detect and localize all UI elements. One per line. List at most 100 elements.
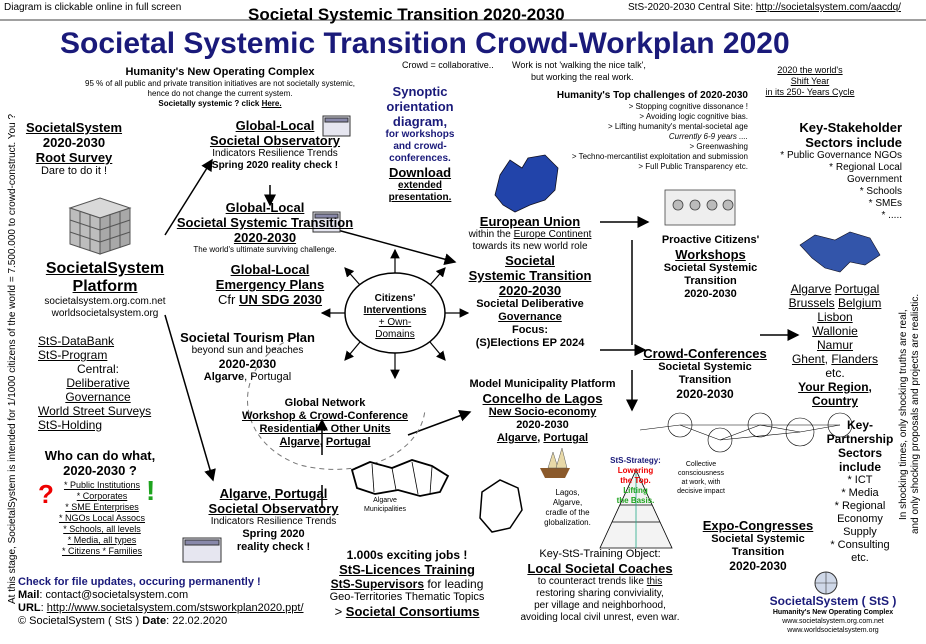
- holding-link[interactable]: StS-Holding: [38, 418, 103, 432]
- citizens-line2[interactable]: Interventions: [363, 305, 427, 316]
- shift-year-line1[interactable]: 2020 the world's: [777, 65, 843, 75]
- emergency-block[interactable]: Global-Local Emergency Plans Cfr UN SDG …: [195, 262, 345, 307]
- eu-block[interactable]: European Union within the Europe Contine…: [455, 214, 605, 350]
- who-item[interactable]: * Corporates: [76, 491, 128, 501]
- region-country[interactable]: Country: [812, 394, 858, 408]
- europe-continent-link[interactable]: Europe Continent: [513, 229, 592, 240]
- training-this-link[interactable]: this: [646, 576, 663, 587]
- observatory-bottom-block[interactable]: Algarve, Portugal Societal Observatory I…: [196, 486, 351, 554]
- who-item[interactable]: * Media, all types: [67, 535, 137, 545]
- program-link[interactable]: StS-Program: [38, 348, 108, 362]
- logo-url2[interactable]: www.worldsocietalsystem.org: [787, 627, 879, 634]
- sst-global-line2[interactable]: Societal Systemic Transition: [176, 215, 354, 230]
- crowd-conf-title[interactable]: Crowd-Conferences: [643, 346, 767, 361]
- observatory-top-block[interactable]: Global-Local Societal Observatory Indica…: [195, 118, 355, 172]
- street-surveys-link[interactable]: World Street Surveys: [38, 404, 152, 418]
- expo-title[interactable]: Expo-Congresses: [702, 518, 814, 533]
- emergency-line2[interactable]: Emergency Plans: [215, 277, 325, 292]
- footer-mail[interactable]: : contact@societalsystem.com: [39, 589, 189, 601]
- challenge-item[interactable]: > Stopping cognitive dissonance !: [628, 102, 748, 111]
- obs-bottom-line2[interactable]: Societal Observatory: [208, 501, 339, 516]
- emergency-line1[interactable]: Global-Local: [230, 262, 310, 277]
- region-portugal[interactable]: Portugal: [834, 282, 880, 296]
- who-item[interactable]: * Public Institutions: [63, 480, 141, 490]
- sst-global-line3[interactable]: 2020-2030: [233, 230, 297, 245]
- challenge-item[interactable]: > Greenwashing: [689, 142, 748, 151]
- tourism-block[interactable]: Societal Tourism Plan beyond sun and bea…: [165, 330, 330, 384]
- obs-bottom-portugal[interactable]: , Portugal: [267, 486, 328, 501]
- observatory-top-line1[interactable]: Global-Local: [235, 118, 315, 133]
- citizens-line4[interactable]: Domains: [375, 329, 415, 340]
- root-survey-block[interactable]: SocietalSystem 2020-2030 Root Survey Dar…: [14, 120, 134, 178]
- licences-supervisors[interactable]: StS-Supervisors: [330, 577, 424, 591]
- eu-line5[interactable]: Systemic Transition: [468, 268, 592, 283]
- licences-line2[interactable]: StS-Licences Training: [339, 562, 475, 577]
- citizens-block[interactable]: Citizens' Interventions + Own- Domains: [355, 293, 435, 341]
- who-item[interactable]: * Citizens * Families: [61, 546, 143, 556]
- eu-line4[interactable]: Societal: [505, 253, 555, 268]
- model-muni-line2[interactable]: Concelho de Lagos: [482, 391, 603, 406]
- crowd-conf-block[interactable]: Crowd-Conferences Societal Systemic Tran…: [640, 346, 770, 401]
- consortiums-link[interactable]: Societal Consortiums: [345, 604, 480, 619]
- who-list[interactable]: * Public Institutions * Corporates * SME…: [52, 480, 152, 557]
- synoptic-line9[interactable]: presentation.: [388, 192, 452, 203]
- sst-global-block[interactable]: Global-Local Societal Systemic Transitio…: [160, 200, 370, 255]
- databank-link[interactable]: StS-DataBank: [38, 334, 115, 348]
- model-muni-algarve[interactable]: Algarve: [496, 432, 538, 444]
- here-link[interactable]: Here.: [261, 99, 282, 108]
- proactive-block[interactable]: Proactive Citizens' Workshops Societal S…: [648, 234, 773, 301]
- model-muni-portugal[interactable]: Portugal: [543, 432, 589, 444]
- obs-bottom-algarve[interactable]: Algarve: [219, 486, 268, 501]
- challenge-item[interactable]: > Techno-mercantilist exploitation and s…: [571, 152, 748, 161]
- shift-year-line2[interactable]: Shift Year: [790, 76, 830, 86]
- challenge-item[interactable]: > Avoiding logic cognitive bias.: [639, 112, 748, 121]
- sst-global-line1[interactable]: Global-Local: [225, 200, 305, 215]
- root-survey-line3[interactable]: Root Survey: [35, 150, 113, 165]
- region-wallonie[interactable]: Wallonie: [812, 324, 858, 338]
- expo-block[interactable]: Expo-Congresses Societal Systemic Transi…: [688, 518, 828, 573]
- training-block[interactable]: Key-StS-Training Object: Local Societal …: [505, 548, 695, 624]
- who-item[interactable]: * Schools, all levels: [63, 524, 141, 534]
- who-item[interactable]: * SME Enterprises: [65, 502, 139, 512]
- platform-title2[interactable]: Platform: [72, 278, 138, 295]
- synoptic-line8[interactable]: extended: [398, 180, 442, 191]
- root-survey-line1[interactable]: SocietalSystem: [25, 120, 123, 135]
- licences-block[interactable]: 1.000s exciting jobs ! StS-Licences Trai…: [312, 548, 502, 619]
- region-lisbon[interactable]: Lisbon: [817, 310, 853, 324]
- proactive-line2[interactable]: Workshops: [675, 247, 746, 262]
- region-flanders[interactable]: Flanders: [831, 352, 879, 366]
- footer-url[interactable]: http://www.societalsystem.com/stsworkpla…: [46, 602, 304, 614]
- logo-url1[interactable]: www.societalsystem.org.com.net: [782, 618, 884, 625]
- model-muni-block[interactable]: Model Municipality Platform Concelho de …: [460, 378, 625, 445]
- region-yours[interactable]: Your Region,: [798, 380, 872, 394]
- logo-block[interactable]: SocietalSystem ( StS ) Humanity's New Op…: [758, 594, 908, 635]
- regions-block[interactable]: Algarve Portugal Brussels Belgium Lisbon…: [780, 282, 890, 408]
- platform-url2[interactable]: worldsocietalsystem.org: [51, 308, 159, 319]
- eu-line8[interactable]: Governance: [498, 311, 562, 323]
- un-sdg-link[interactable]: UN SDG 2030: [238, 292, 323, 307]
- logo-title[interactable]: SocietalSystem ( StS ): [769, 594, 897, 608]
- platform-title1[interactable]: SocietalSystem: [45, 260, 165, 277]
- download-link[interactable]: Download: [388, 165, 452, 180]
- region-brussels[interactable]: Brussels: [788, 296, 835, 310]
- region-ghent[interactable]: Ghent: [791, 352, 825, 366]
- eu-line6[interactable]: 2020-2030: [498, 283, 562, 298]
- challenge-item[interactable]: > Lifting humanity's mental-societal age: [607, 122, 748, 131]
- global-network-portugal[interactable]: Portugal: [325, 436, 371, 448]
- global-network-line3[interactable]: Residential + Other Units: [259, 423, 391, 435]
- region-algarve[interactable]: Algarve: [790, 282, 832, 296]
- observatory-top-line2[interactable]: Societal Observatory: [209, 133, 341, 148]
- platform-url1[interactable]: societalsystem.org.com.net: [44, 296, 166, 307]
- governance-link[interactable]: Governance: [65, 390, 131, 404]
- global-network-algarve[interactable]: Algarve: [279, 436, 320, 448]
- datalinks-block[interactable]: StS-DataBank StS-Program Central: Delibe…: [38, 334, 158, 432]
- global-network-block[interactable]: Global Network Workshop & Crowd-Conferen…: [241, 397, 409, 448]
- training-coaches-link[interactable]: Local Societal Coaches: [527, 561, 673, 576]
- shift-year-line3[interactable]: in its 250- Years Cycle: [765, 87, 855, 97]
- citizens-line3[interactable]: + Own-: [378, 317, 412, 328]
- model-muni-line3[interactable]: New Socio-economy: [488, 406, 597, 418]
- challenge-item[interactable]: > Full Public Transparency etc.: [638, 162, 748, 171]
- deliberative-link[interactable]: Deliberative: [66, 376, 130, 390]
- shift-year-block[interactable]: 2020 the world's Shift Year in its 250- …: [755, 65, 865, 98]
- region-belgium[interactable]: Belgium: [838, 296, 882, 310]
